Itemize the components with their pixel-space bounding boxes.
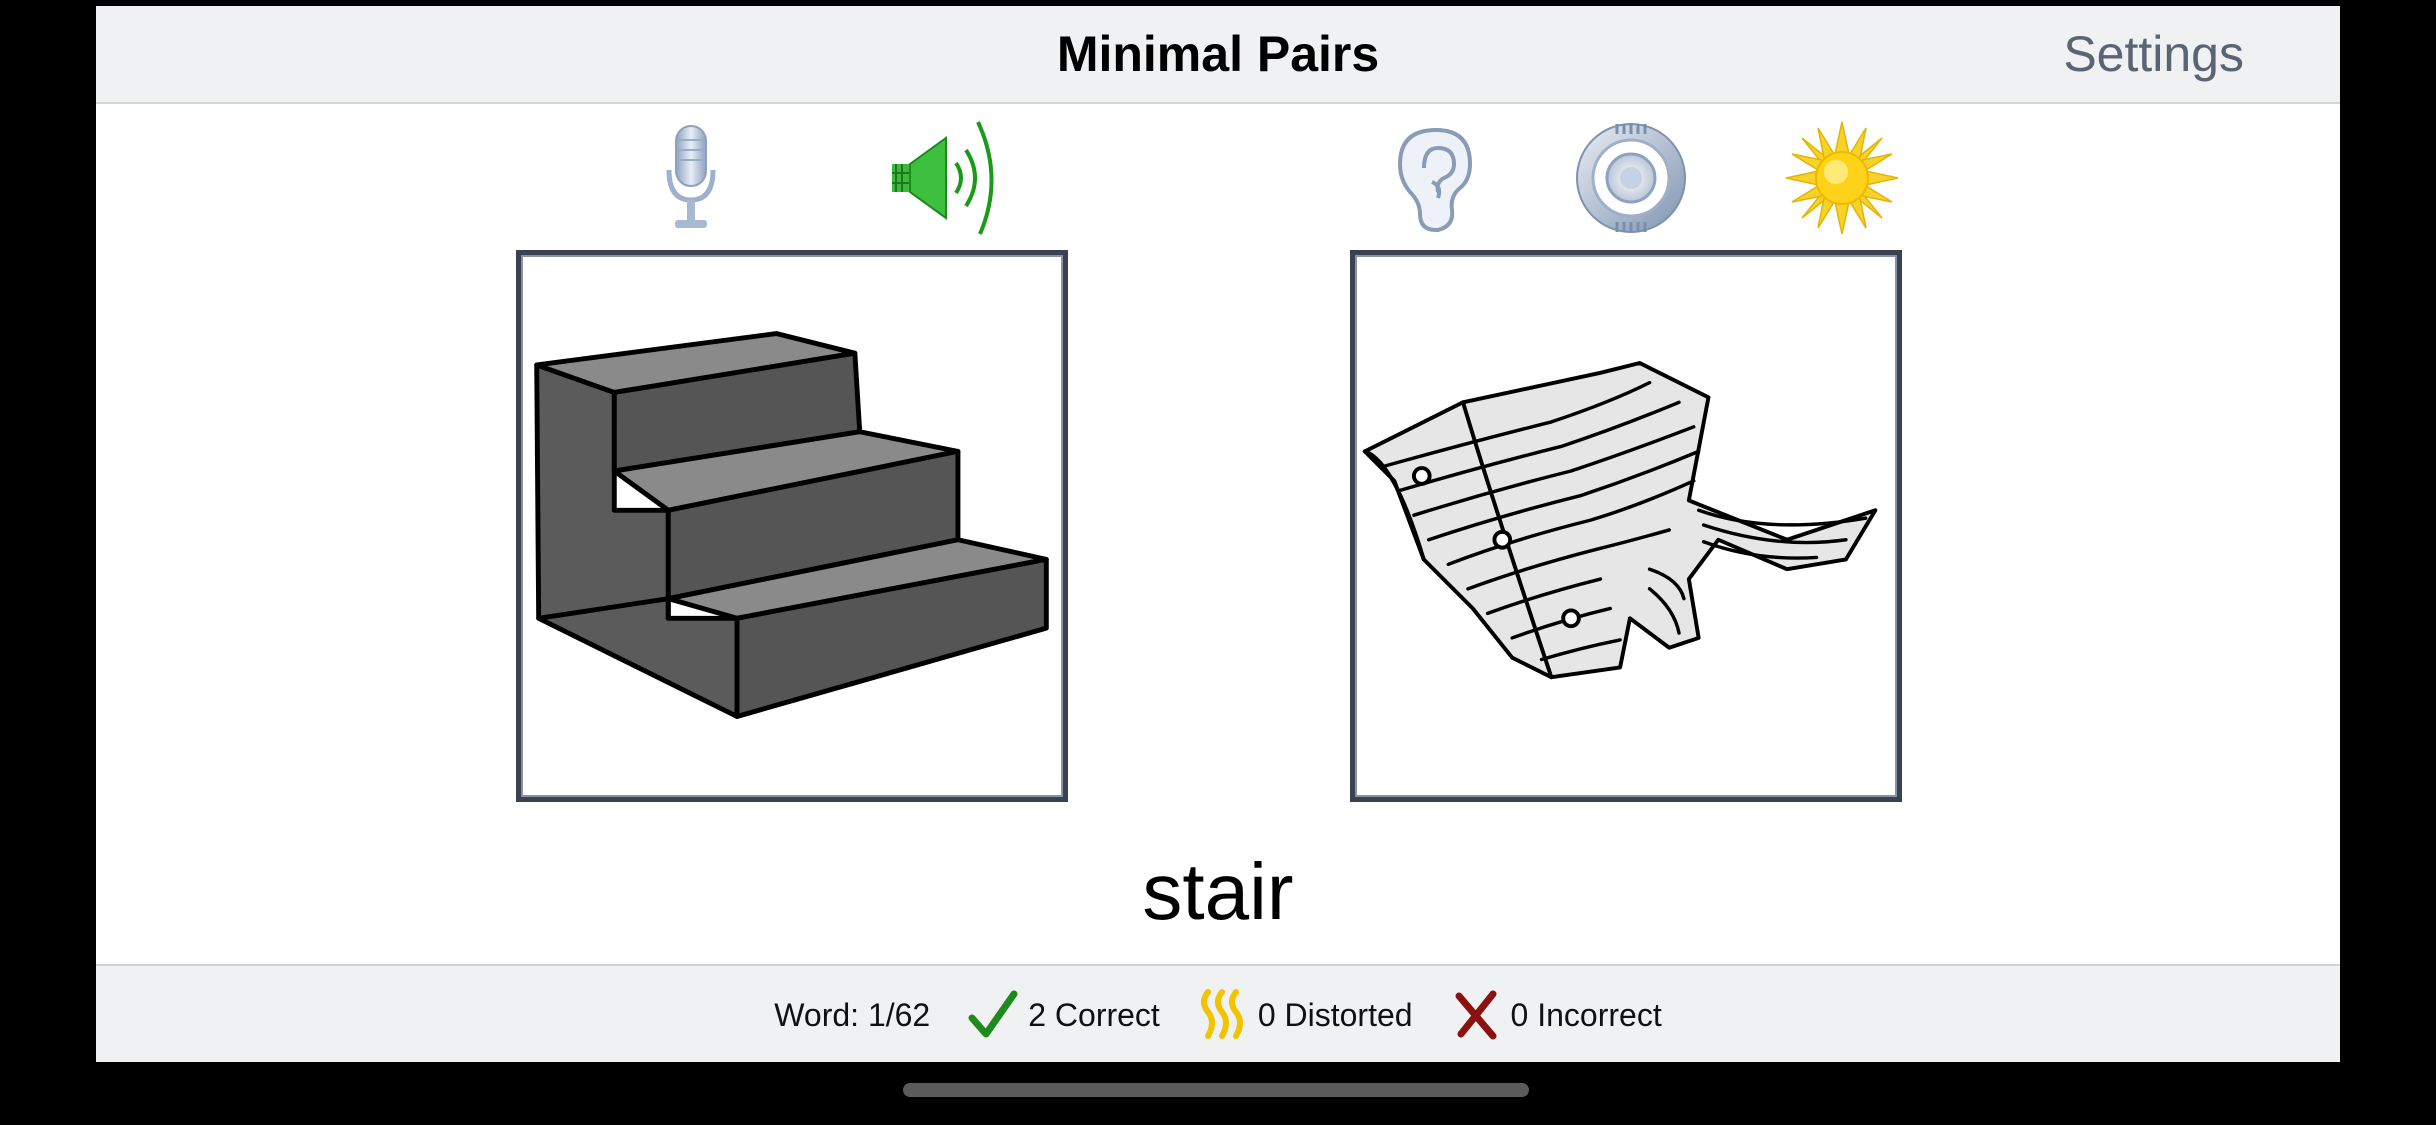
incorrect-label: 0 Incorrect bbox=[1510, 996, 1662, 1033]
score-bar: Word: 1/62 2 Correct 0 Distorted bbox=[96, 964, 2340, 1062]
picture-card-shirt[interactable] bbox=[1350, 250, 1902, 802]
x-mark-icon bbox=[1455, 990, 1497, 1040]
page-title: Minimal Pairs bbox=[1056, 26, 1380, 82]
distorted-label: 0 Distorted bbox=[1257, 996, 1413, 1033]
stairs-illustration bbox=[534, 331, 1049, 719]
microphone-icon[interactable] bbox=[631, 118, 751, 238]
sun-icon[interactable] bbox=[1782, 118, 1902, 238]
target-word: stair bbox=[1142, 847, 1294, 936]
home-indicator[interactable] bbox=[903, 1083, 1529, 1097]
navigation-bar: Minimal Pairs Settings bbox=[96, 6, 2340, 104]
striped-shirt-illustration bbox=[1362, 361, 1878, 680]
word-progress: Word: 1/62 bbox=[774, 997, 930, 1034]
target-icon[interactable] bbox=[1571, 118, 1691, 238]
correct-count[interactable]: 2 Correct bbox=[966, 988, 1160, 1042]
word-progress-label: Word: 1/62 bbox=[774, 996, 931, 1033]
wavy-lines-icon bbox=[1200, 989, 1243, 1039]
settings-button[interactable]: Settings bbox=[2063, 26, 2244, 82]
app-screen: Minimal Pairs Settings bbox=[96, 6, 2340, 1062]
speaker-icon[interactable] bbox=[886, 118, 1006, 238]
correct-label: 2 Correct bbox=[1028, 996, 1160, 1033]
ear-icon[interactable] bbox=[1376, 118, 1496, 238]
checkmark-icon bbox=[968, 990, 1018, 1038]
incorrect-count[interactable]: 0 Incorrect bbox=[1449, 988, 1662, 1042]
picture-card-stairs[interactable] bbox=[516, 250, 1068, 802]
distorted-count[interactable]: 0 Distorted bbox=[1196, 988, 1413, 1042]
